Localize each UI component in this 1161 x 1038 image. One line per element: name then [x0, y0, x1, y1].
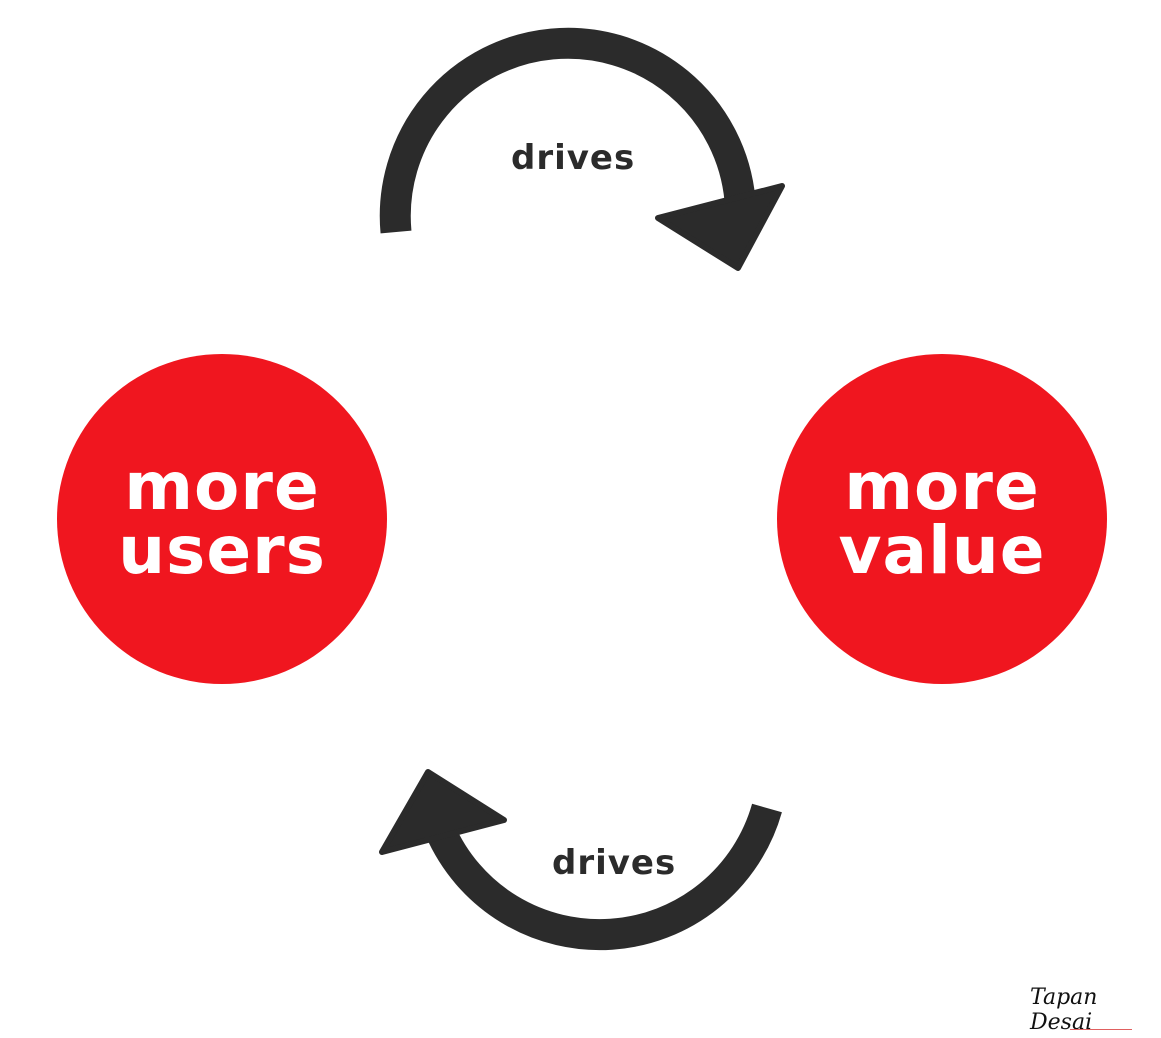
- node-users-line2: users: [118, 512, 326, 589]
- node-users-line1: more: [124, 448, 320, 525]
- signature-text: Tapan Desai: [1030, 985, 1098, 1035]
- signature-underline: [1070, 1029, 1132, 1030]
- node-value-line2: value: [838, 512, 1046, 589]
- top-arrow-icon: [379, 27, 785, 271]
- author-signature: Tapan Desai: [1030, 985, 1160, 1035]
- bottom-arrow-icon: [379, 769, 782, 951]
- top-edge-label: drives: [511, 138, 636, 178]
- node-more-value: more value: [777, 354, 1107, 684]
- node-more-users: more users: [57, 354, 387, 684]
- bottom-edge-label: drives: [552, 843, 677, 883]
- node-value-line1: more: [844, 448, 1040, 525]
